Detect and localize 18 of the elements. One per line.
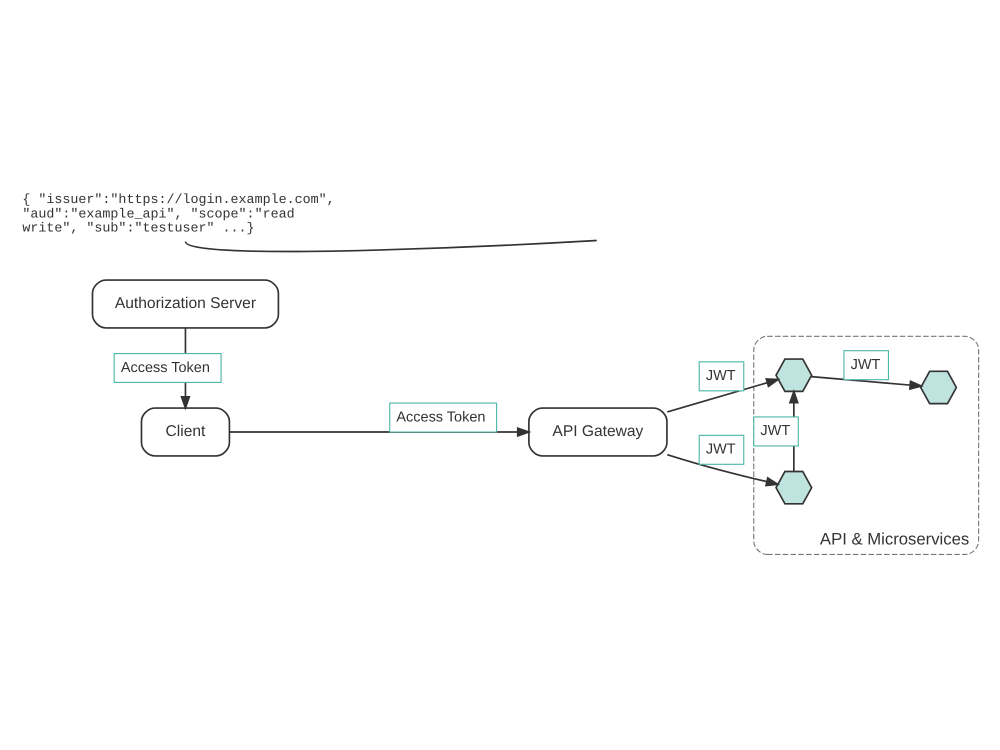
node-box: Authorization Server [91,278,279,328]
node-box: Client [140,406,230,456]
edge-label: JWT [850,356,880,372]
arrow [666,378,780,412]
node-text: { "issuer":"https://login.example.com", "aud":"example_api", "scope":"read write", "sub":"testuser" ...} [22,192,334,236]
arrow [229,426,531,437]
arrow [666,453,780,486]
node-box: API Gateway [528,406,668,456]
edge-label: Access Token [120,359,210,376]
edge-label: Access Token [396,408,485,425]
edge-label: JWT [705,441,736,458]
edge-label: JWT [705,368,736,384]
connector [184,239,596,252]
node-hexagon [919,370,957,404]
node-hexagon [774,358,812,392]
edge-label: JWT [760,422,790,439]
node-hexagon [774,470,812,504]
arrow [810,375,924,390]
